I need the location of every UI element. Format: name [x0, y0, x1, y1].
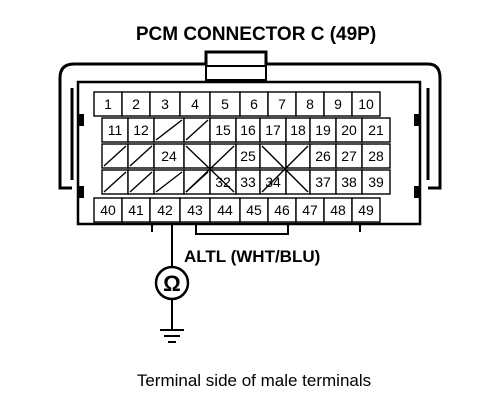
ohmmeter-icon [154, 265, 190, 301]
terminal-number: 39 [368, 174, 384, 190]
terminal-number: 26 [315, 148, 331, 164]
terminal-number: 12 [133, 122, 149, 138]
terminal-21 [361, 117, 391, 143]
terminal-6 [239, 91, 269, 117]
terminal-43 [179, 197, 211, 223]
terminal-number: 18 [290, 122, 306, 138]
terminal-number: 33 [240, 174, 256, 190]
terminal-27 [335, 143, 363, 169]
terminal-number: 19 [315, 122, 331, 138]
terminal-number: 3 [161, 96, 169, 112]
blank-terminal-slash [103, 145, 127, 167]
terminal-47 [295, 197, 325, 223]
terminal-number: 1 [104, 96, 112, 112]
terminal-number: 40 [100, 202, 116, 218]
terminal-number: 21 [368, 122, 384, 138]
terminal-19 [309, 117, 337, 143]
terminal-number: 28 [368, 148, 384, 164]
terminal-number: 34 [265, 174, 281, 190]
blank-terminal-slash [155, 119, 183, 141]
terminal-12 [127, 117, 155, 143]
terminal-number: 27 [341, 148, 357, 164]
terminal-number: 24 [161, 148, 177, 164]
connector-housing [58, 50, 442, 226]
terminal-number: 45 [246, 202, 262, 218]
terminal-number: 9 [334, 96, 342, 112]
terminal-number: 7 [278, 96, 286, 112]
terminal-number: 37 [315, 174, 331, 190]
terminal-number: 17 [265, 122, 281, 138]
terminal-41 [121, 197, 151, 223]
terminal-39 [361, 169, 391, 195]
probe-wiring [151, 224, 361, 343]
terminal-number: 44 [217, 202, 233, 218]
ohm-symbol: Ω [163, 271, 181, 296]
terminal-46 [267, 197, 297, 223]
caption: Terminal side of male terminals [137, 371, 371, 390]
blank-terminal-slash [129, 145, 153, 167]
terminal-7 [267, 91, 297, 117]
terminal-number: 48 [330, 202, 346, 218]
blank-terminal-slash [103, 171, 127, 193]
blank-terminal-cross [185, 145, 235, 193]
terminal-number: 16 [240, 122, 256, 138]
terminal-number: 42 [157, 202, 173, 218]
terminal-number: 11 [108, 122, 123, 138]
terminal-28 [361, 143, 391, 169]
terminal-number: 6 [250, 96, 258, 112]
terminal-number: 25 [240, 148, 256, 164]
terminal-5 [209, 91, 241, 117]
wire-label: ALTL (WHT/BLU) [184, 247, 320, 266]
terminal-number: 5 [221, 96, 229, 112]
terminal-2 [121, 91, 151, 117]
blank-terminal-slash [185, 119, 209, 141]
terminal-17 [259, 117, 287, 143]
terminal-number: 49 [358, 202, 374, 218]
terminal-number: 2 [132, 96, 140, 112]
terminal-24 [153, 143, 185, 169]
terminal-10 [351, 91, 381, 117]
terminal-number: 20 [341, 122, 357, 138]
terminal-number: 43 [187, 202, 203, 218]
terminal-number: 41 [128, 202, 144, 218]
terminal-number: 15 [215, 122, 231, 138]
terminal-15 [209, 117, 237, 143]
terminal-8 [295, 91, 325, 117]
housing-latches [78, 114, 420, 198]
terminal-number: 4 [191, 96, 199, 112]
blank-terminal-slash [155, 171, 183, 193]
connector-title: PCM CONNECTOR C (49P) [136, 24, 376, 45]
blank-terminal-cross [261, 145, 309, 193]
blank-terminal-slash [129, 171, 153, 193]
terminal-number: 46 [274, 202, 290, 218]
terminal-26 [309, 143, 337, 169]
terminal-49 [351, 197, 381, 223]
terminal-number: 10 [358, 96, 374, 112]
terminal-18 [285, 117, 311, 143]
terminal-number: 38 [341, 174, 357, 190]
terminal-number: 47 [302, 202, 318, 218]
terminal-number: 8 [306, 96, 314, 112]
terminal-37 [309, 169, 337, 195]
